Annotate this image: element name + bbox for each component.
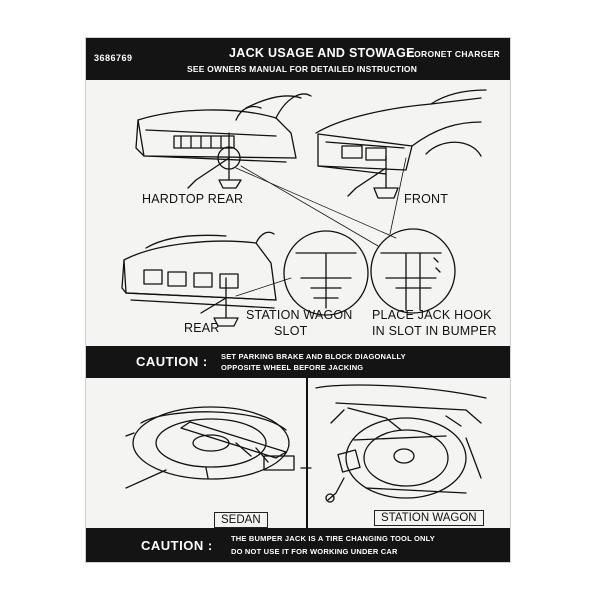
rear-label: REAR: [184, 321, 220, 335]
caution-band-1: CAUTION : SET PARKING BRAKE AND BLOCK DI…: [86, 346, 510, 378]
caution-2-line1: THE BUMPER JACK IS A TIRE CHANGING TOOL …: [231, 534, 435, 543]
station-wagon-slot-label-line1: STATION WAGON: [246, 308, 353, 322]
decal-subtitle: SEE OWNERS MANUAL FOR DETAILED INSTRUCTI…: [187, 64, 418, 74]
caution-word-1: CAUTION :: [136, 354, 208, 369]
caution-1-line2: OPPOSITE WHEEL BEFORE JACKING: [221, 363, 364, 372]
hardtop-rear-car-drawing: [135, 93, 312, 189]
front-label: FRONT: [404, 192, 449, 206]
model-names: CORONET CHARGER: [407, 49, 500, 59]
wagon-slot-detail-drawing: [283, 230, 369, 316]
bumper-slot-detail-drawing: [370, 228, 456, 314]
wagon-spare-tire-drawing: [315, 384, 487, 503]
stowage-divider: [306, 378, 308, 528]
part-number: 3686769: [94, 53, 133, 63]
hardtop-rear-label: HARDTOP REAR: [142, 192, 244, 206]
station-wagon-rear-drawing: [121, 231, 277, 327]
jacking-illustrations: [121, 89, 487, 503]
sedan-spare-tire-drawing: [125, 406, 312, 489]
station-wagon-label: STATION WAGON: [374, 510, 484, 526]
header-band: 3686769 JACK USAGE AND STOWAGE CORONET C…: [86, 38, 510, 80]
place-jack-hook-label-line2: IN SLOT IN BUMPER: [372, 324, 497, 338]
jack-instruction-decal: 3686769 JACK USAGE AND STOWAGE CORONET C…: [86, 38, 510, 562]
front-car-drawing: [315, 89, 487, 199]
caution-word-2: CAUTION :: [141, 538, 213, 553]
place-jack-hook-label-line1: PLACE JACK HOOK: [372, 308, 492, 322]
caution-1-line1: SET PARKING BRAKE AND BLOCK DIAGONALLY: [221, 352, 406, 361]
station-wagon-slot-label-line2: SLOT: [274, 324, 308, 338]
caution-2-line2: DO NOT USE IT FOR WORKING UNDER CAR: [231, 547, 398, 556]
sedan-label: SEDAN: [214, 512, 268, 528]
caution-band-2: CAUTION : THE BUMPER JACK IS A TIRE CHAN…: [86, 528, 510, 562]
decal-title: JACK USAGE AND STOWAGE: [229, 46, 415, 60]
